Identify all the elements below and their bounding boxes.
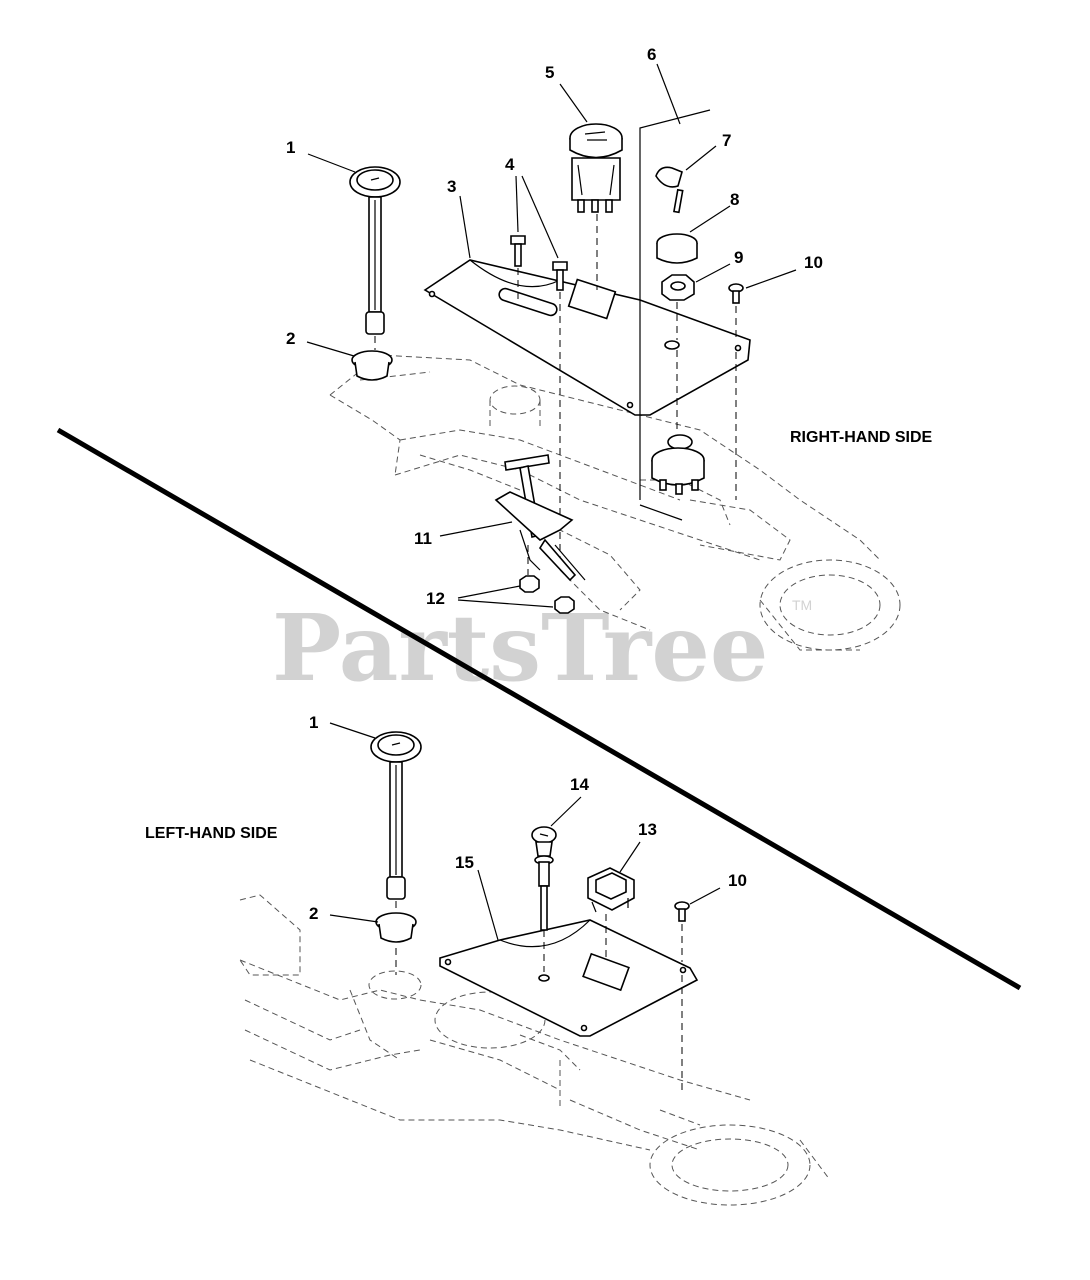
top-leader-lines: [306, 63, 797, 608]
switch-nut-part-9: [661, 274, 695, 301]
ignition-key-part-7: [655, 166, 684, 214]
callout-4: 4: [505, 155, 515, 174]
lock-nut-part-12-right: [554, 596, 575, 614]
callout-1-bottom: 1: [309, 713, 318, 732]
dipstick-part-1-bottom: [370, 731, 422, 900]
callout-1-top: 1: [286, 138, 295, 157]
callout-8: 8: [730, 190, 739, 209]
callout-3: 3: [447, 177, 456, 196]
hour-meter-part-13: [587, 867, 635, 913]
callout-9: 9: [734, 248, 743, 267]
watermark-text: PartsTree: [272, 594, 768, 702]
throttle-control-part-11: [494, 454, 586, 582]
lock-nut-part-12-left: [519, 575, 540, 593]
callout-10-top: 10: [804, 253, 823, 272]
watermark-trademark: TM: [792, 597, 812, 613]
callout-15: 15: [455, 853, 474, 872]
pto-switch-part-5: [569, 123, 623, 213]
callout-12: 12: [426, 589, 445, 608]
control-panel-part-15: [439, 919, 699, 1037]
grommet-part-2-bottom: [375, 912, 417, 943]
key-cap-part-8: [656, 233, 698, 264]
callout-2-top: 2: [286, 329, 295, 348]
choke-control-part-14: [531, 826, 557, 931]
callout-6: 6: [647, 45, 656, 64]
section-divider-line: [56, 427, 1022, 991]
callout-5: 5: [545, 63, 554, 82]
control-panel-part-3: [423, 259, 751, 416]
bottom-leader-lines: [329, 722, 721, 941]
dipstick-part-1-top: [349, 166, 401, 335]
screw-part-10-top: [728, 283, 744, 304]
ignition-switch-body: [651, 434, 705, 495]
callout-7: 7: [722, 131, 731, 150]
screw-part-10-bottom: [674, 901, 690, 922]
left-side-chassis-outline: [239, 894, 831, 1206]
grommet-part-2-top: [351, 350, 393, 381]
bracket-line-6: [639, 109, 711, 500]
callout-10-bottom: 10: [728, 871, 747, 890]
section-label-left-hand-side: LEFT-HAND SIDE: [145, 825, 278, 842]
bolt-part-4-left: [510, 235, 526, 267]
bracket-line-6-bottom: [639, 504, 683, 521]
callout-14: 14: [570, 775, 589, 794]
callout-11: 11: [414, 529, 432, 548]
section-label-right-hand-side: RIGHT-HAND SIDE: [790, 429, 933, 446]
callout-2-bottom: 2: [309, 904, 318, 923]
callout-13: 13: [638, 820, 657, 839]
bolt-part-4-right: [552, 261, 568, 291]
